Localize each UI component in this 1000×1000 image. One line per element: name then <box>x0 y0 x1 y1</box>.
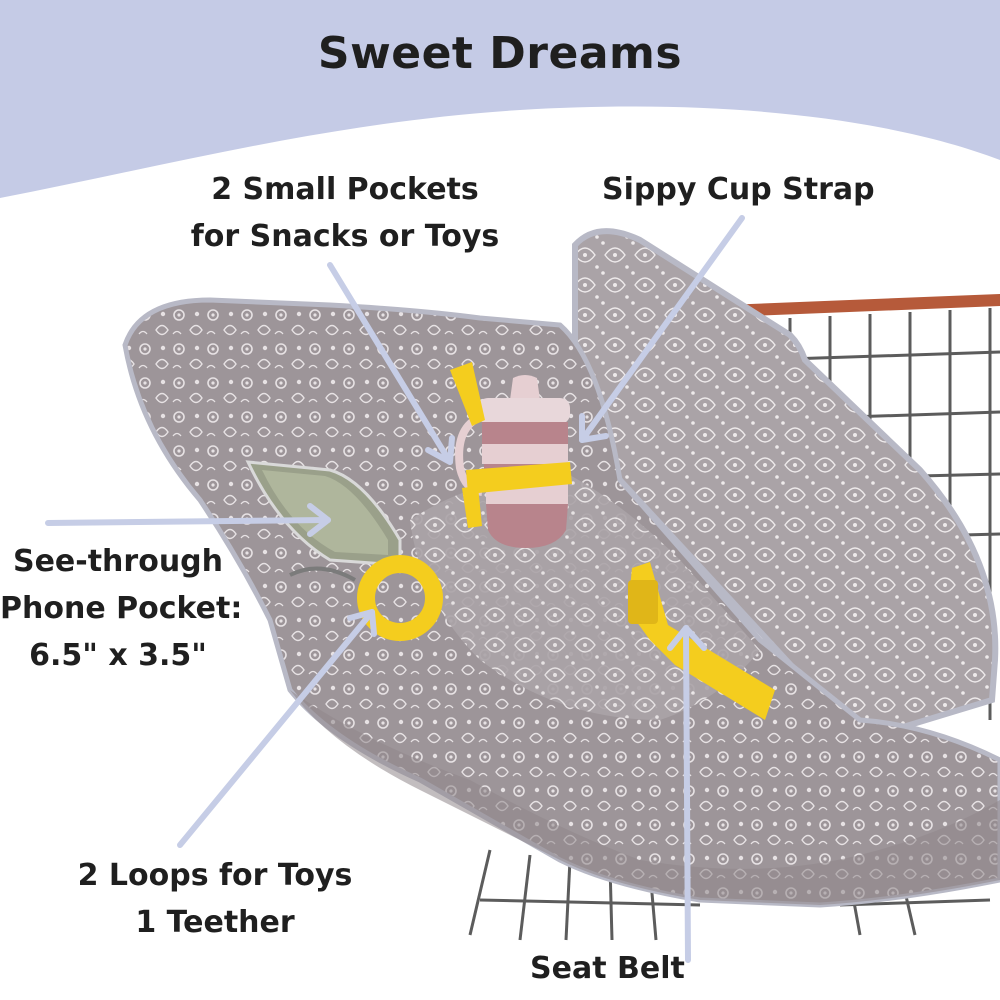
callout-sippy-cup-strap: Sippy Cup Strap <box>602 172 875 207</box>
callout-pockets: 2 Small Pockets for Snacks or Toys <box>190 166 500 260</box>
callout-loops-line1: 2 Loops for Toys <box>77 858 353 893</box>
teether-ring <box>289 555 443 641</box>
arrow-phone-pocket <box>45 503 331 537</box>
callout-phone-line1: See-through <box>12 544 224 579</box>
cover-front-roll <box>290 690 1000 905</box>
callout-pockets-line2: for Snacks or Toys <box>190 219 500 254</box>
callout-arrows <box>45 215 745 963</box>
arrow-teether <box>177 609 377 848</box>
callout-loops-line2: 1 Teether <box>135 905 295 940</box>
callout-pockets-line1: 2 Small Pockets <box>211 172 479 207</box>
arrow-sippy-strap <box>579 215 745 443</box>
callout-seat-belt: Seat Belt <box>530 951 685 986</box>
arrow-seat-belt <box>667 625 707 963</box>
callout-loops: 2 Loops for Toys 1 Teether <box>70 852 360 946</box>
header-wave <box>0 0 1000 198</box>
sippy-cup-strap <box>450 362 485 426</box>
callout-phone-line3: 6.5" x 3.5" <box>29 638 207 673</box>
callout-phone-line2: Phone Pocket: <box>0 591 243 626</box>
page-title: Sweet Dreams <box>317 28 683 79</box>
arrow-pockets <box>327 262 455 465</box>
callout-phone-pocket: See-through Phone Pocket: 6.5" x 3.5" <box>0 538 243 679</box>
yellow-straps <box>450 362 775 720</box>
seat-belt-buckle <box>628 580 658 624</box>
seat-belt-strap <box>628 562 775 720</box>
sippy-cup <box>455 375 570 548</box>
